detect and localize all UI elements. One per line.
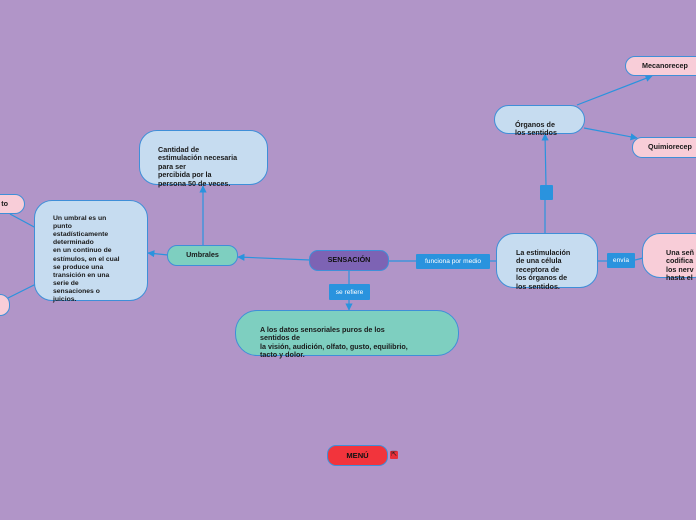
menu-text: MENÚ [346,451,369,460]
link-connector-organos [541,133,549,187]
link-definicion-pink-bottom [7,283,37,299]
sensacion-text: SENSACIÓN [327,255,371,265]
mecano-text: Mecanorecep [642,60,688,70]
left-pink-node-top[interactable]: to [0,194,25,214]
se-refiere-text: se refiere [335,288,364,296]
sensacion-center-node[interactable]: SENSACIÓN [309,250,389,271]
umbrales-text: Umbrales [186,250,219,260]
estimulacion-text: La estimulación de una célula receptora … [516,247,571,291]
estimulacion-node[interactable]: La estimulación de una célula receptora … [496,233,598,291]
left-pink-top-text: to [1,198,8,208]
link-umbrales-definicion [147,250,169,258]
mecanoreceptores-node[interactable]: Mecanorecep [625,56,696,76]
funciona-text: funciona por medio [424,258,482,265]
funciona-por-medio-label[interactable]: funciona por medio [416,254,490,269]
link-envia-senal [634,257,644,261]
senal-text: Una señ codifica los nerv hasta el [666,247,694,283]
connector-node[interactable] [540,185,553,200]
link-organos-quimio [583,127,638,141]
umbrales-node[interactable]: Umbrales [167,245,238,266]
umbral-definicion-text: Un umbral es un punto estadísticamente d… [53,215,120,304]
organos-text: Órganos de los sentidos [515,119,557,138]
datos-text: A los datos sensoriales puros de los sen… [260,324,408,360]
cantidad-text: Cantidad de estimulación necesaria para … [158,144,238,188]
link-arrow-icon[interactable]: ⇱ [390,451,398,459]
link-definicion-pink-top [9,213,37,229]
umbral-definicion-node[interactable]: Un umbral es un punto estadísticamente d… [34,200,148,304]
datos-sensoriales-node[interactable]: A los datos sensoriales puros de los sen… [235,310,459,359]
se-refiere-label[interactable]: se refiere [329,284,370,300]
link-organos-mecano [576,74,653,106]
quimio-text: Quimiorecep [648,142,692,152]
senal-node[interactable]: Una señ codifica los nerv hasta el [642,233,696,282]
envia-label[interactable]: envía [607,253,635,268]
quimioreceptores-node[interactable]: Quimiorecep [632,137,696,158]
cantidad-node[interactable]: Cantidad de estimulación necesaria para … [139,130,268,188]
organos-node[interactable]: Órganos de los sentidos [494,105,585,137]
link-center-umbrales [237,253,311,261]
envia-text: envía [612,257,630,264]
menu-button[interactable]: MENÚ [327,445,388,466]
